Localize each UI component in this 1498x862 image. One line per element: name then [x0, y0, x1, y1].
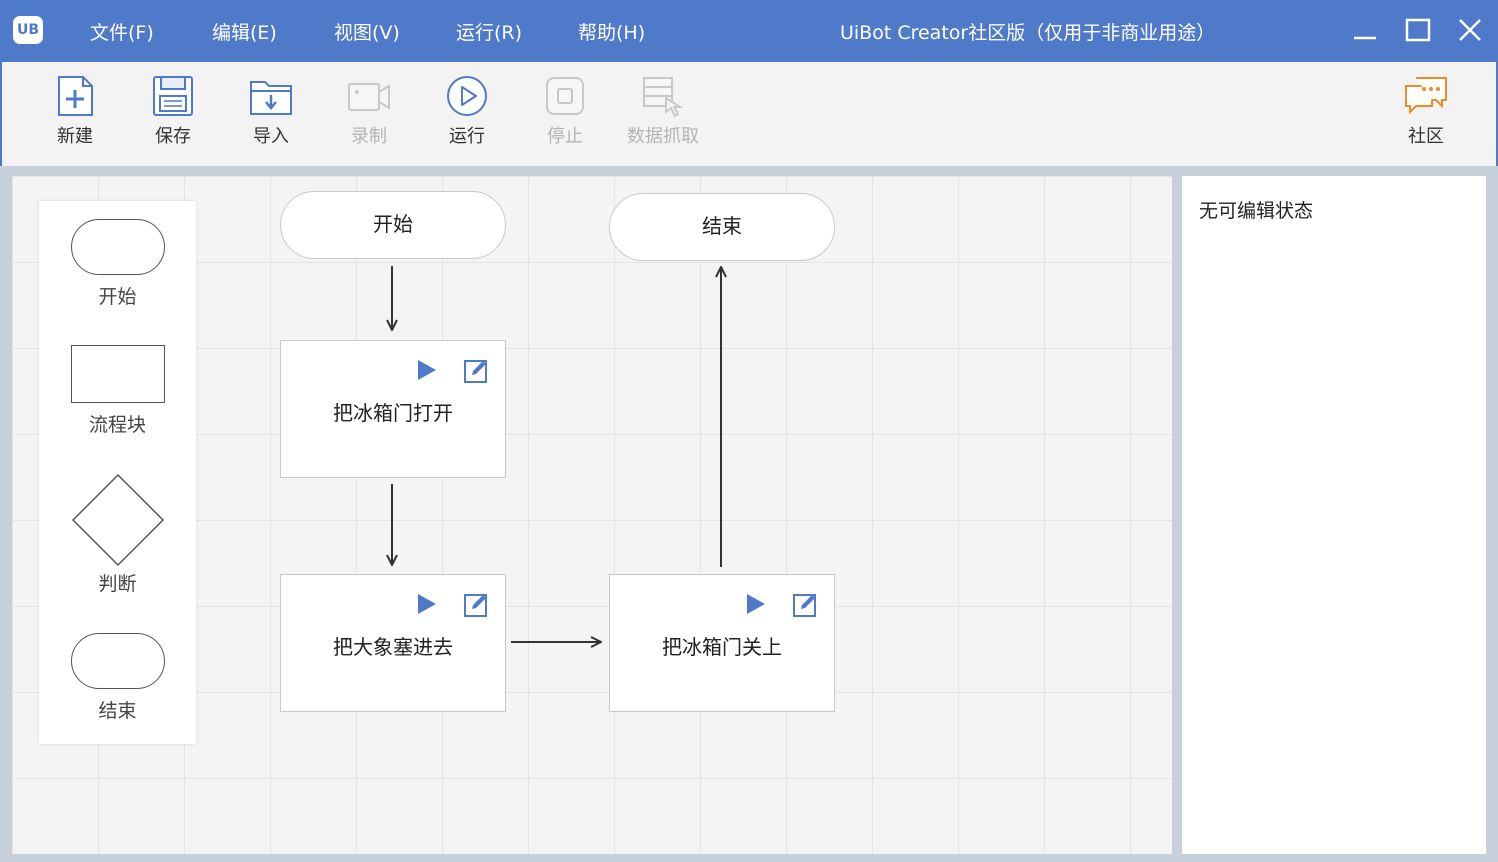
close-icon	[1459, 19, 1481, 41]
block-shape	[70, 345, 165, 403]
edit-block-icon[interactable]	[463, 358, 489, 384]
palette-end-label: 结束	[98, 700, 137, 722]
flow-end-node[interactable]: 结束	[609, 193, 835, 261]
minimize-button[interactable]	[1348, 14, 1382, 48]
save-icon	[153, 76, 193, 116]
menu-help[interactable]: 帮助(H)	[578, 22, 646, 44]
properties-empty-text: 无可编辑状态	[1199, 200, 1314, 222]
palette-decision[interactable]: 判断	[39, 473, 196, 596]
community-button[interactable]: 社区	[1378, 74, 1474, 148]
run-block-icon[interactable]	[416, 592, 438, 616]
data-scrape-button[interactable]: 数据抓取	[615, 74, 711, 148]
palette-block[interactable]: 流程块	[39, 345, 196, 437]
run-button[interactable]: 运行	[419, 74, 515, 148]
palette-block-label: 流程块	[88, 414, 146, 436]
record-camera-icon	[348, 83, 390, 111]
block-title: 把冰箱门打开	[333, 401, 453, 425]
menu-view[interactable]: 视图(V)	[334, 22, 400, 44]
maximize-button[interactable]	[1401, 14, 1435, 48]
block-title: 把冰箱门关上	[662, 635, 782, 659]
palette-decision-label: 判断	[98, 573, 137, 595]
flow-block-node[interactable]: 把冰箱门关上	[609, 574, 835, 712]
minimize-icon	[1354, 36, 1376, 40]
run-play-icon	[447, 76, 487, 116]
shape-palette: 开始 流程块 判断 结束	[39, 201, 196, 744]
title-bar: UB 文件(F) 编辑(E) 视图(V) 运行(R) 帮助(H) UiBot C…	[0, 0, 1498, 62]
decision-shape	[71, 473, 164, 567]
palette-end[interactable]: 结束	[39, 633, 196, 723]
stop-button[interactable]: 停止	[517, 74, 613, 148]
edit-block-icon[interactable]	[792, 592, 818, 618]
data-scrape-icon	[643, 77, 684, 118]
properties-panel: 无可编辑状态	[1182, 176, 1486, 854]
palette-start-label: 开始	[98, 286, 137, 308]
toolbar: 新建 保存 导入 录制 运行	[0, 62, 1498, 166]
stop-icon	[546, 77, 584, 115]
flow-block-node[interactable]: 把冰箱门打开	[280, 340, 506, 478]
maximize-icon	[1405, 18, 1431, 42]
menu-file[interactable]: 文件(F)	[90, 22, 154, 44]
run-label: 运行	[449, 126, 485, 147]
new-label: 新建	[57, 126, 93, 147]
close-button[interactable]	[1453, 14, 1487, 48]
new-file-icon	[58, 76, 93, 116]
import-folder-icon	[250, 81, 292, 115]
window-title: UiBot Creator社区版（仅用于非商业用途）	[840, 22, 1216, 44]
data-scrape-label: 数据抓取	[627, 126, 699, 147]
import-label: 导入	[253, 126, 289, 147]
community-label: 社区	[1408, 126, 1444, 147]
import-button[interactable]: 导入	[223, 74, 319, 148]
flow-connectors	[12, 266, 1172, 854]
save-label: 保存	[155, 126, 191, 147]
flow-block-node[interactable]: 把大象塞进去	[280, 574, 506, 712]
edit-block-icon[interactable]	[463, 592, 489, 618]
start-shape	[70, 219, 165, 275]
menu-edit[interactable]: 编辑(E)	[212, 22, 277, 44]
end-shape	[70, 633, 165, 689]
record-label: 录制	[351, 126, 387, 147]
new-button[interactable]: 新建	[27, 74, 123, 148]
record-button[interactable]: 录制	[321, 74, 417, 148]
community-chat-icon	[1405, 77, 1447, 115]
save-button[interactable]: 保存	[125, 74, 221, 148]
app-logo: UB	[13, 16, 43, 44]
flow-start-node[interactable]: 开始	[280, 191, 506, 259]
palette-start[interactable]: 开始	[39, 219, 196, 309]
stop-label: 停止	[547, 126, 583, 147]
flow-canvas[interactable]: 开始 流程块 判断 结束 开始 结束	[12, 176, 1172, 854]
run-block-icon[interactable]	[745, 592, 767, 616]
run-block-icon[interactable]	[416, 358, 438, 382]
block-title: 把大象塞进去	[333, 635, 453, 659]
menu-run[interactable]: 运行(R)	[456, 22, 523, 44]
